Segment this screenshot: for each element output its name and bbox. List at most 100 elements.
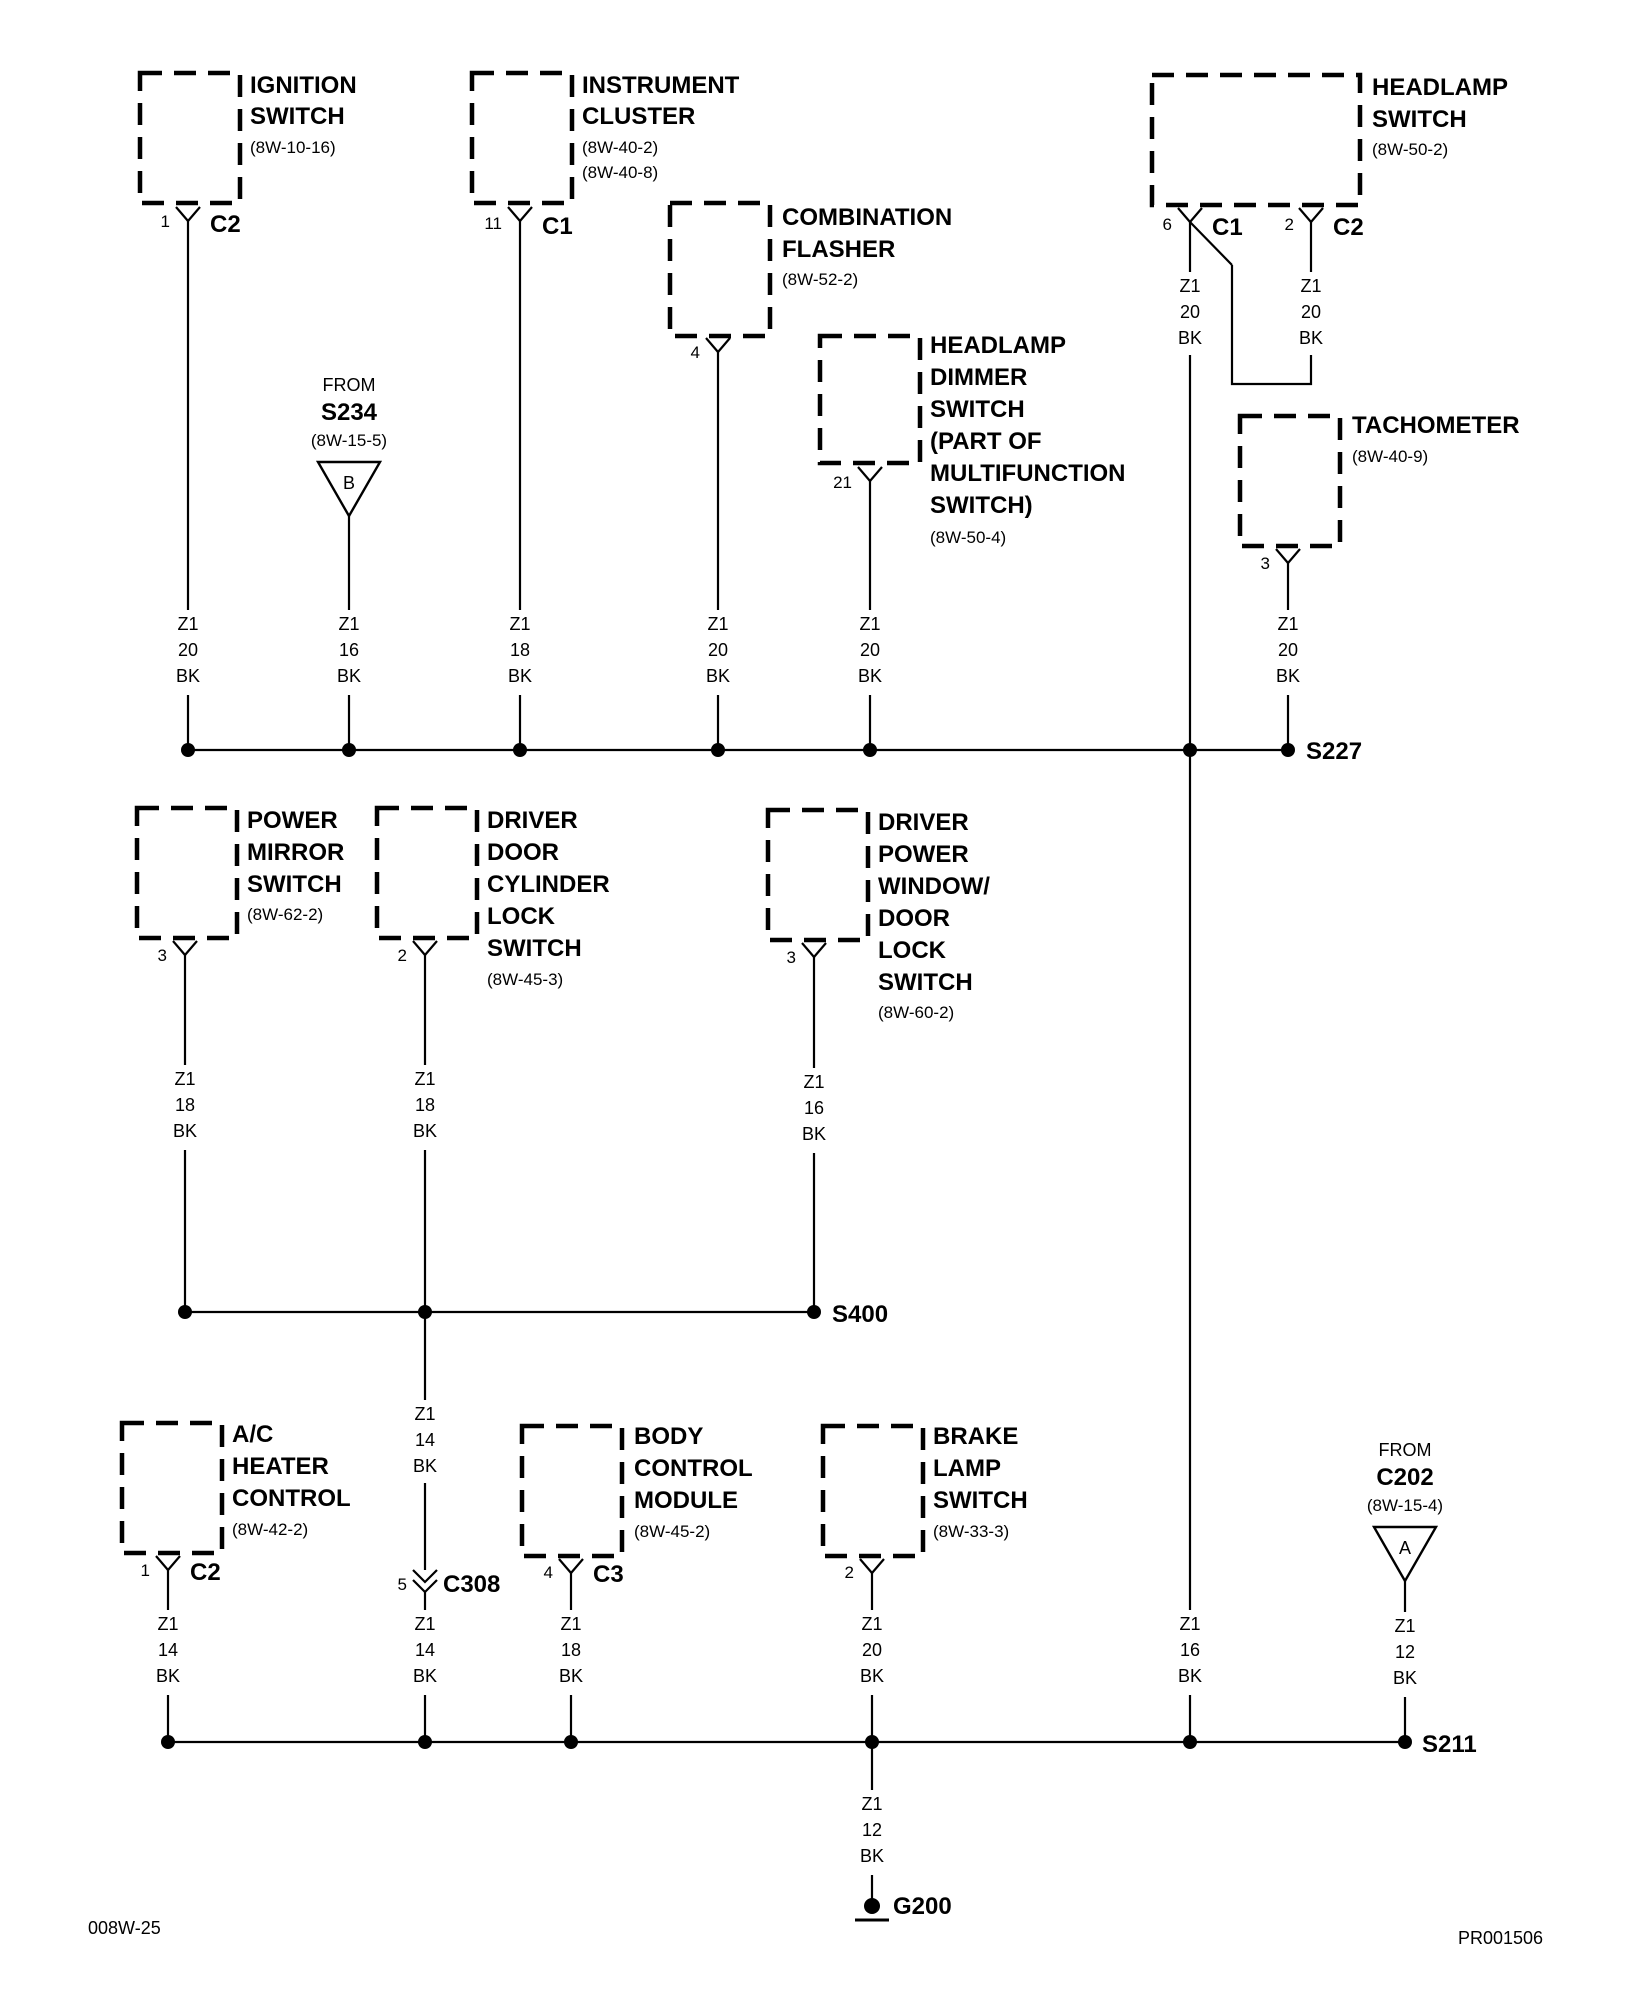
svg-text:BK: BK [802,1124,826,1144]
connector-name: C2 [210,211,241,238]
component-body-control-module: BODY CONTROL MODULE (8W-45-2) [519,1423,753,1559]
component-combination-flasher: COMBINATION FLASHER (8W-52-2) [667,200,952,339]
from-target: S234 [321,399,378,426]
connector-name: C2 [1333,214,1364,241]
component-name: HEADLAMP [930,332,1066,359]
svg-text:16: 16 [804,1098,824,1118]
component-ref: (8W-50-2) [1372,140,1448,159]
svg-text:BK: BK [1393,1668,1417,1688]
svg-text:BK: BK [413,1121,437,1141]
component-name: SWITCH [1372,106,1467,133]
pin-number: 3 [158,946,167,965]
svg-text:16: 16 [1180,1640,1200,1660]
component-ref: (8W-10-16) [250,138,336,157]
from-reference-c202: FROM C202 (8W-15-4) A [1367,1440,1443,1584]
splice-s400: S400 [832,1301,888,1328]
pin-number: 2 [1285,215,1294,234]
svg-text:Z1: Z1 [1394,1616,1415,1636]
splice-s211: S211 [1422,1731,1477,1758]
pin-number: 4 [544,1563,553,1582]
svg-text:BK: BK [860,1846,884,1866]
component-name: DRIVER [878,809,969,836]
component-brake-lamp-switch: BRAKE LAMP SWITCH (8W-33-3) [820,1423,1028,1559]
component-name: SWITCH [247,871,342,898]
svg-text:BK: BK [156,1666,180,1686]
component-name: IGNITION [250,72,357,99]
ground-g200: G200 [893,1893,952,1920]
component-ref: (8W-50-4) [930,528,1006,547]
svg-text:20: 20 [178,640,198,660]
svg-text:Z1: Z1 [177,614,198,634]
component-name: SWITCH [487,935,582,962]
component-name: BODY [634,1423,703,1450]
wires [166,221,1407,1922]
component-tachometer: TACHOMETER (8W-40-9) [1237,412,1520,549]
component-driver-door-cylinder-lock-switch: DRIVER DOOR CYLINDER LOCK SWITCH (8W-45-… [374,805,610,989]
connector-name: C3 [593,1561,624,1588]
component-name: DIMMER [930,364,1027,391]
component-ref: (8W-40-9) [1352,447,1428,466]
svg-text:FROM: FROM [1379,1440,1432,1460]
svg-text:12: 12 [862,1820,882,1840]
svg-text:20: 20 [1301,302,1321,322]
svg-text:20: 20 [862,1640,882,1660]
component-name: CYLINDER [487,871,610,898]
component-ac-heater-control: A/C HEATER CONTROL (8W-42-2) [119,1420,351,1556]
svg-text:Z1: Z1 [174,1069,195,1089]
component-name: INSTRUMENT [582,72,740,99]
pin-number: 5 [398,1575,407,1594]
splice-s227: S227 [1306,738,1362,765]
component-instrument-cluster: INSTRUMENT CLUSTER (8W-40-2) (8W-40-8) [469,70,740,206]
svg-text:18: 18 [561,1640,581,1660]
component-ref: (8W-40-8) [582,163,658,182]
component-name: LOCK [878,937,947,964]
svg-text:18: 18 [415,1095,435,1115]
pin-number: 3 [787,948,796,967]
from-letter: B [343,473,355,493]
component-ref: (8W-45-2) [634,1522,710,1541]
svg-text:BK: BK [1299,328,1323,348]
pin-number: 6 [1163,215,1172,234]
from-reference-s234: FROM S234 (8W-15-5) B [311,375,387,519]
svg-text:BK: BK [337,666,361,686]
inline-connector-c308: 5 C308 [398,1569,500,1598]
component-name: SWITCH [878,969,973,996]
svg-text:BK: BK [1178,328,1202,348]
svg-text:Z1: Z1 [414,1404,435,1424]
component-driver-power-window-door-lock-switch: DRIVER POWER WINDOW/ DOOR LOCK SWITCH (8… [765,807,990,1022]
connector-name: C1 [542,213,573,240]
svg-text:12: 12 [1395,1642,1415,1662]
component-ref: (8W-62-2) [247,905,323,924]
component-name: SWITCH [250,103,345,130]
svg-text:14: 14 [415,1640,435,1660]
pin-number: 3 [1261,554,1270,573]
svg-text:BK: BK [706,666,730,686]
component-headlamp-dimmer-switch: HEADLAMP DIMMER SWITCH (PART OF MULTIFUN… [817,332,1126,547]
svg-text:Z1: Z1 [338,614,359,634]
component-name: COMBINATION [782,204,952,231]
component-power-mirror-switch: POWER MIRROR SWITCH (8W-62-2) [134,805,344,941]
svg-text:20: 20 [708,640,728,660]
svg-text:BK: BK [858,666,882,686]
svg-text:20: 20 [1278,640,1298,660]
svg-text:BK: BK [1276,666,1300,686]
svg-text:Z1: Z1 [861,1614,882,1634]
svg-text:FROM: FROM [323,375,376,395]
pin-number: 21 [833,473,852,492]
svg-text:14: 14 [158,1640,178,1660]
pin-number: 1 [161,212,170,231]
footer-left-code: 008W-25 [88,1918,161,1938]
component-ref: (8W-60-2) [878,1003,954,1022]
svg-text:Z1: Z1 [1277,614,1298,634]
component-name: LOCK [487,903,556,930]
